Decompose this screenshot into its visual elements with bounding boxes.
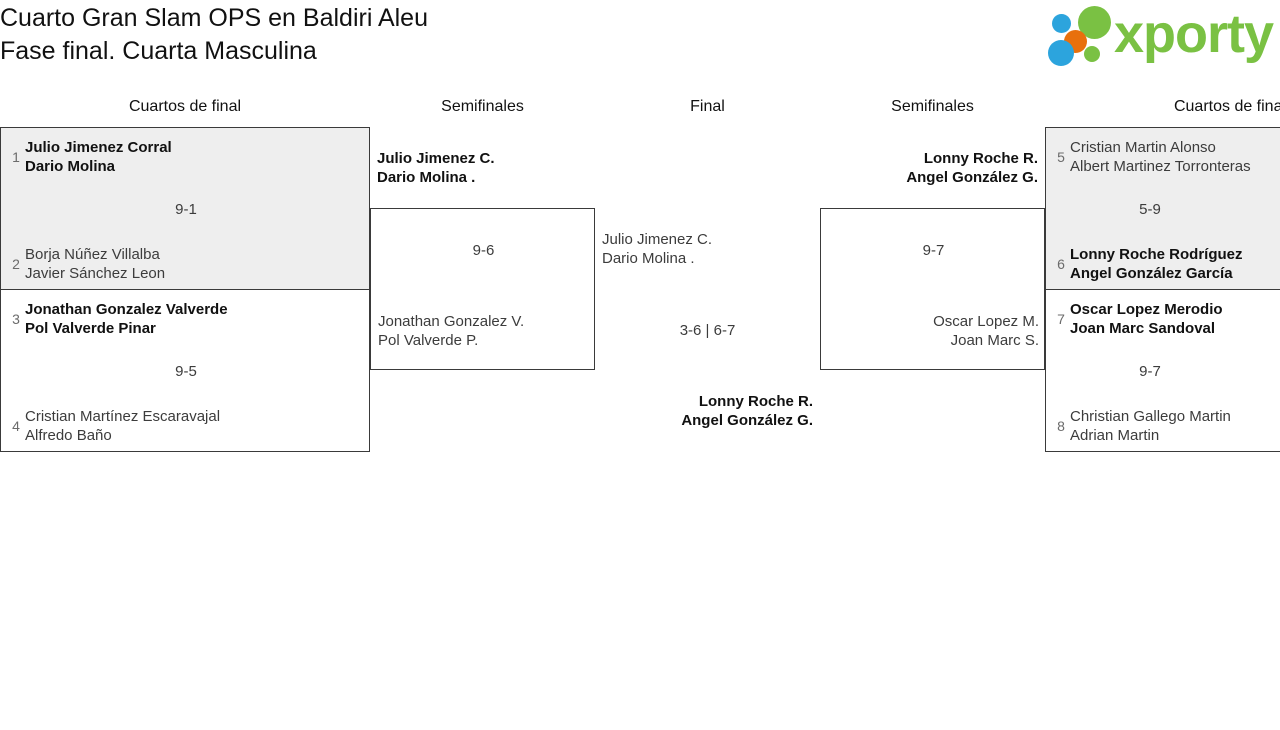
semifinal-right-bottom-team: Oscar Lopez M. Joan Marc S.: [821, 312, 1039, 350]
table-row[interactable]: 1 Julio Jimenez Corral Dario Molina: [1, 138, 172, 176]
tournament-phase: Fase final. Cuarta Masculina: [0, 37, 317, 65]
player-name: Joan Marc Sandoval: [1070, 320, 1216, 337]
player-name: Julio Jimenez C.: [377, 150, 495, 167]
team-names: Oscar Lopez Merodio Joan Marc Sandoval: [1070, 300, 1223, 338]
player-name: Lonny Roche R.: [698, 393, 813, 410]
final-score: 3-6 | 6-7: [679, 322, 736, 339]
match-score: 5-9: [1139, 201, 1161, 218]
table-row[interactable]: 8 Christian Gallego Martin Adrian Martin: [1046, 407, 1231, 445]
logo-dot-blue-large: [1048, 40, 1074, 66]
player-name: Angel González G.: [681, 412, 813, 429]
round-header-final: Final: [690, 98, 725, 115]
seed-number: 6: [1057, 256, 1065, 272]
round-header-semifinals-right: Semifinales: [891, 98, 974, 115]
player-name: Albert Martinez Torronteras: [1070, 158, 1251, 175]
team-names: Cristian Martínez Escaravajal Alfredo Ba…: [25, 407, 220, 445]
seed-number: 3: [12, 311, 20, 327]
player-name: Julio Jimenez C.: [602, 231, 713, 248]
player-name: Angel González García: [1070, 265, 1233, 282]
table-row[interactable]: 3 Jonathan Gonzalez Valverde Pol Valverd…: [1, 300, 228, 338]
table-row[interactable]: 6 Lonny Roche Rodríguez Angel González G…: [1046, 245, 1243, 283]
match-score: 9-1: [175, 201, 197, 218]
logo-dot-green-small: [1084, 46, 1100, 62]
match-score: 9-7: [922, 242, 945, 259]
match-score: 9-5: [175, 363, 197, 380]
player-name: Pol Valverde P.: [378, 332, 479, 349]
player-name: Cristian Martínez Escaravajal: [25, 408, 221, 425]
table-row[interactable]: 2 Borja Núñez Villalba Javier Sánchez Le…: [1, 245, 165, 283]
player-name: Pol Valverde Pinar: [25, 320, 156, 337]
match-box-semifinal-right[interactable]: 9-7 Oscar Lopez M. Joan Marc S.: [820, 208, 1045, 370]
table-row[interactable]: 5 Cristian Martin Alonso Albert Martinez…: [1046, 138, 1251, 176]
player-name: Lonny Roche R.: [923, 150, 1038, 167]
team-names: Christian Gallego Martin Adrian Martin: [1070, 407, 1231, 445]
team-names: Cristian Martin Alonso Albert Martinez T…: [1070, 138, 1251, 176]
semifinal-right-top-team: Lonny Roche R. Angel González G.: [820, 149, 1038, 187]
player-name: Christian Gallego Martin: [1070, 408, 1231, 425]
seed-number: 1: [12, 149, 20, 165]
tournament-name: Cuarto Gran Slam OPS en Baldiri Aleu: [0, 4, 428, 32]
match-box-quarterfinal-2[interactable]: 3 Jonathan Gonzalez Valverde Pol Valverd…: [0, 289, 370, 452]
seed-number: 5: [1057, 149, 1065, 165]
team-names: Lonny Roche Rodríguez Angel González Gar…: [1070, 245, 1243, 283]
seed-number: 4: [12, 418, 20, 434]
match-box-semifinal-left[interactable]: 9-6 Jonathan Gonzalez V. Pol Valverde P.: [370, 208, 595, 370]
player-name: Dario Molina .: [377, 169, 476, 186]
logo-dots-icon: [1048, 6, 1114, 66]
match-score: 9-6: [472, 242, 495, 259]
round-header-quarterfinals-right: Cuartos de final: [1173, 98, 1280, 115]
match-score: 9-7: [1139, 363, 1161, 380]
player-name: Lonny Roche Rodríguez: [1070, 246, 1243, 263]
seed-number: 8: [1057, 418, 1065, 434]
player-name: Joan Marc S.: [950, 332, 1039, 349]
player-name: Dario Molina .: [602, 250, 695, 267]
final-connector-left: [594, 208, 595, 370]
player-name: Jonathan Gonzalez Valverde: [25, 301, 228, 318]
final-top-team: Julio Jimenez C. Dario Molina .: [602, 230, 712, 268]
match-box-quarterfinal-1[interactable]: 1 Julio Jimenez Corral Dario Molina 9-1 …: [0, 127, 370, 290]
player-name: Oscar Lopez M.: [933, 313, 1039, 330]
table-row[interactable]: 4 Cristian Martínez Escaravajal Alfredo …: [1, 407, 220, 445]
player-name: Jonathan Gonzalez V.: [378, 313, 525, 330]
logo-dot-blue-small: [1052, 14, 1071, 33]
team-names: Jonathan Gonzalez Valverde Pol Valverde …: [25, 300, 228, 338]
player-name: Cristian Martin Alonso: [1070, 139, 1216, 156]
player-name: Dario Molina: [25, 158, 116, 175]
final-bottom-team: Lonny Roche R. Angel González G.: [595, 392, 813, 430]
player-name: Javier Sánchez Leon: [25, 265, 166, 282]
round-header-semifinals-left: Semifinales: [441, 98, 524, 115]
logo-wordmark: xporty: [1114, 4, 1274, 64]
table-row[interactable]: 7 Oscar Lopez Merodio Joan Marc Sandoval: [1046, 300, 1223, 338]
player-name: Alfredo Baño: [25, 427, 112, 444]
page-title: Cuarto Gran Slam OPS en Baldiri Aleu Fas…: [0, 2, 900, 68]
team-names: Borja Núñez Villalba Javier Sánchez Leon: [25, 245, 165, 283]
round-header-quarterfinals-left: Cuartos de final: [128, 98, 242, 115]
player-name: Borja Núñez Villalba: [25, 246, 160, 263]
player-name: Angel González G.: [906, 169, 1038, 186]
player-name: Julio Jimenez Corral: [25, 139, 172, 156]
player-name: Oscar Lopez Merodio: [1070, 301, 1223, 318]
match-box-quarterfinal-4[interactable]: 7 Oscar Lopez Merodio Joan Marc Sandoval…: [1045, 289, 1280, 452]
match-box-quarterfinal-3[interactable]: 5 Cristian Martin Alonso Albert Martinez…: [1045, 127, 1280, 290]
player-name: Adrian Martin: [1070, 427, 1160, 444]
seed-number: 2: [12, 256, 20, 272]
xporty-logo[interactable]: xporty: [1048, 4, 1278, 68]
seed-number: 7: [1057, 311, 1065, 327]
team-names: Julio Jimenez Corral Dario Molina: [25, 138, 172, 176]
semifinal-left-bottom-team: Jonathan Gonzalez V. Pol Valverde P.: [378, 312, 524, 350]
semifinal-left-top-team: Julio Jimenez C. Dario Molina .: [377, 149, 495, 187]
